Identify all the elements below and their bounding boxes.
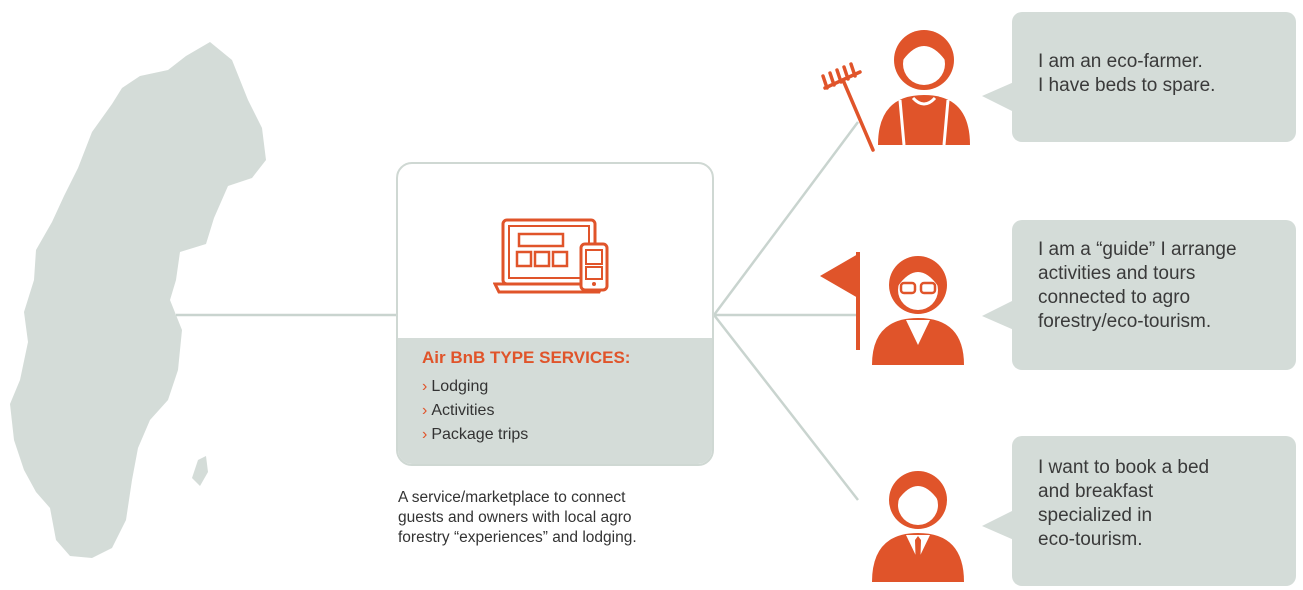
service-hub-card: Air BnB TYPE SERVICES: ›Lodging ›Activit… <box>396 162 714 466</box>
gotland-island-icon <box>192 456 208 486</box>
connector-line-farmer <box>712 121 860 316</box>
service-item-activities: ›Activities <box>422 402 495 419</box>
bubble-tail-guide <box>982 300 1014 330</box>
flag-icon <box>820 252 860 350</box>
bubble-tail-guest <box>982 510 1014 540</box>
services-panel: Air BnB TYPE SERVICES: ›Lodging ›Activit… <box>398 338 712 464</box>
guide-speech-bubble: I am a “guide” I arrange activities and … <box>1012 220 1296 370</box>
farmer-speech-bubble: I am an eco-farmer. I have beds to spare… <box>1012 12 1296 142</box>
connector-line-guest <box>713 314 859 501</box>
farmer-icon <box>878 30 970 146</box>
guest-speech-bubble: I want to book a bed and breakfast speci… <box>1012 436 1296 586</box>
hub-caption: A service/marketplace to connect guests … <box>398 489 637 546</box>
guide-icon <box>872 256 964 365</box>
guest-icon <box>872 471 964 582</box>
laptop-phone-icon <box>493 218 609 294</box>
bubble-tail-farmer <box>982 82 1014 112</box>
service-item-lodging: ›Lodging <box>422 378 489 395</box>
services-title: Air BnB TYPE SERVICES: <box>422 348 631 367</box>
service-item-package-trips: ›Package trips <box>422 426 529 443</box>
rake-icon <box>821 62 875 152</box>
sweden-map-icon <box>10 42 266 558</box>
